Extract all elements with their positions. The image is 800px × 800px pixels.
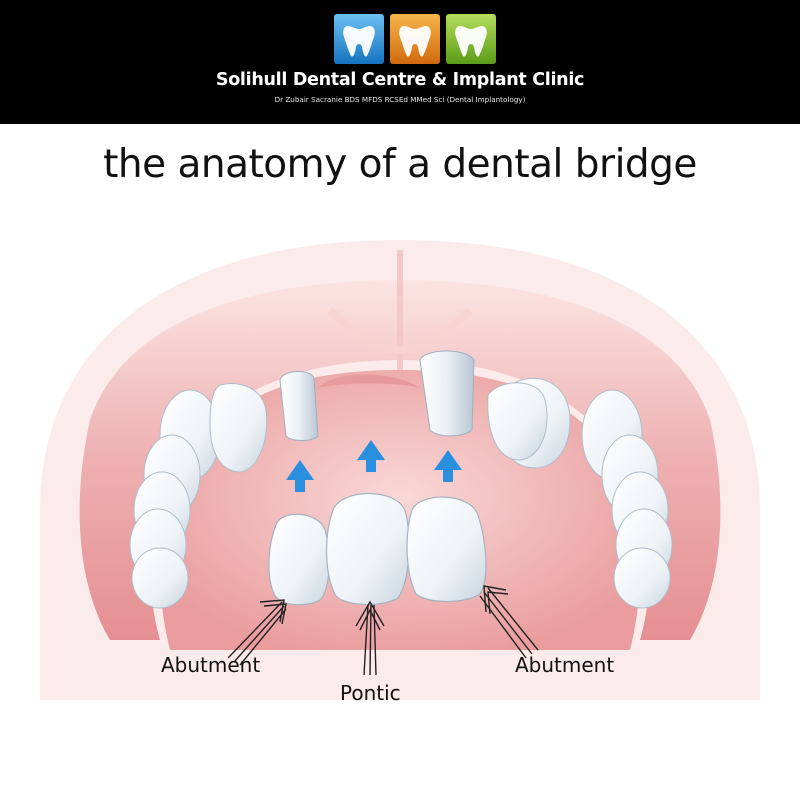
clinic-name: Solihull Dental Centre & Implant Clinic	[215, 70, 585, 90]
right-abutment-crown	[406, 496, 487, 603]
clinic-header: Solihull Dental Centre & Implant Clinic …	[0, 0, 800, 124]
arrow-up-icon	[434, 450, 462, 482]
abutment-label-left: Abutment	[161, 653, 261, 677]
pointer-arrow-right	[479, 585, 539, 659]
right-abutment-stump	[419, 350, 475, 437]
pontic-label: Pontic	[340, 681, 401, 705]
pointer-arrow-left	[227, 599, 287, 666]
dental-bridge	[268, 493, 487, 606]
dental-bridge-diagram	[40, 240, 760, 700]
arrow-up-icon	[286, 460, 314, 492]
clinic-subtitle: Dr Zubair Sacranie BDS MFDS RCSEd MMed S…	[274, 95, 526, 104]
clinic-logo	[334, 14, 496, 66]
left-abutment-stump	[279, 371, 319, 441]
arrow-up-icon	[357, 440, 385, 472]
abutment-label-right: Abutment	[515, 653, 615, 677]
pontic-crown	[326, 493, 410, 606]
left-molars	[129, 383, 268, 609]
diagram-title: the anatomy of a dental bridge	[103, 142, 697, 187]
pointer-arrow-center	[355, 600, 385, 676]
gum-arch	[79, 280, 721, 640]
tooth-icon	[334, 14, 384, 64]
tooth-icon	[390, 14, 440, 64]
left-abutment-crown	[268, 513, 330, 606]
tooth-icon	[446, 14, 496, 64]
